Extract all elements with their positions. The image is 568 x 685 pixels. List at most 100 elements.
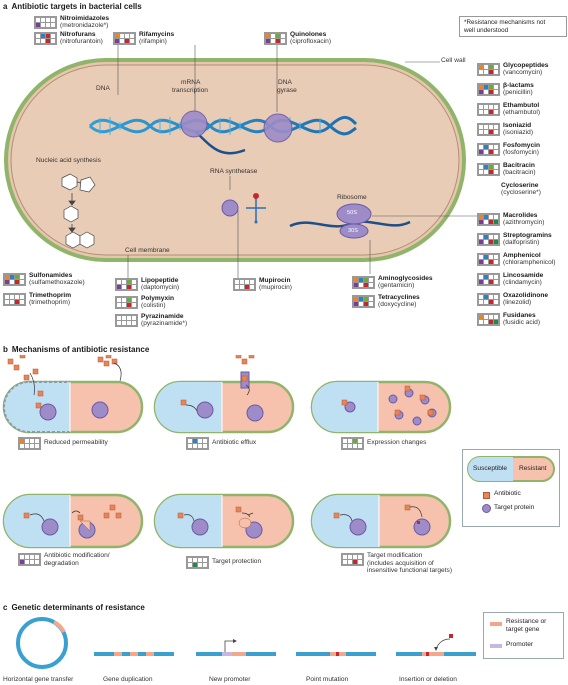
drug-example: (fosfomycin) [503,149,539,157]
drug-example: (rifampin) [139,38,167,46]
drug-example: (trimethoprim) [29,299,71,307]
panel-b-heading: Mechanisms of antibiotic resistance [11,345,150,354]
resistance-grid-icon [477,63,500,76]
drug-aminoglycosides: Aminoglycosides(gentamicin) [352,275,433,290]
cell-reduced-permeability [2,355,144,434]
cell-antibiotic-modification [2,493,144,549]
drug-nitrofurans: Nitrofurans(nitrofurantoin) [34,31,103,46]
resistance-grid-icon [477,293,500,306]
mechanism-label: Antibiotic efflux [212,439,257,447]
mechanism-label: Expression changes [367,439,427,447]
drug-name: Aminoglycosides [378,275,433,282]
drug-macrolides: Macrolides(azithromycin) [477,212,544,227]
drug-quinolones: Quinolones(ciprofloxacin) [264,31,331,46]
resistance-grid-icon [264,32,287,45]
drug-name: Streptogramins [503,232,552,239]
mechanism-label: Reduced permeability [44,439,108,447]
drug-streptogramins: Streptogramins(dalfopristin) [477,232,552,247]
label-dna-gyrase-2: gyrase [277,87,297,94]
drug-name: Lincosamide [503,272,544,279]
nucleic-acid-molecules [61,173,96,249]
mechanism-label: Antibiotic modification/ [44,552,110,559]
resistance-grid-icon [115,296,138,309]
drug-example: (ciprofloxacin) [290,38,332,46]
drug-example: (linezolid) [503,299,532,307]
drug-amphenicol: Amphenicol(chloramphenicol) [477,252,555,267]
label-ribosome: Ribosome [337,194,367,201]
resistance-grid-icon [186,437,209,450]
drug-name: Amphenicol [503,252,541,259]
drug-example: (penicillin) [503,89,533,97]
mech-antibiotic-modification: Antibiotic modification/degradation [18,552,110,567]
dna-gyrase [263,113,293,143]
drug-example: (gentamicin) [378,282,415,290]
legend-resistant: Resistant [519,465,547,472]
drug-name: Polymyxin [141,295,174,302]
rna-synthetase [221,199,239,217]
drug-example: (pyrazinamide*) [141,320,188,328]
drug-name: Pyrazinamide [141,313,184,320]
panel-a-letter: a [3,2,8,11]
drug-example: (mupirocin) [259,284,292,292]
legend-gene-label-2: target gene [506,626,540,633]
drug-example: (fusidic acid) [503,319,541,327]
drug-beta-lactams: β-lactams(penicillin) [477,82,534,97]
resistance-grid-icon [115,314,138,327]
note-line-2: well understood [464,26,509,34]
drug-name: Bacitracin [503,162,535,169]
drug-example: (nitrofurantoin) [60,38,103,46]
label-50s: 50S [347,210,357,216]
mech-target-modification: Target modification(includes acquisition… [341,552,452,575]
drug-pyrazinamide: Pyrazinamide(pyrazinamide*) [115,313,187,328]
legend-susceptible: Susceptible [473,465,508,472]
resistance-grid-icon [233,278,256,291]
drug-name: Quinolones [290,31,327,38]
drug-name: Glycopeptides [503,62,549,69]
drug-name: Oxazolidinone [503,292,549,299]
drug-example: (chloramphenicol) [503,259,556,267]
legend-antibiotic-swatch [483,492,490,499]
label-cell-wall: Cell wall [441,57,466,64]
drug-example: (azithromycin) [503,219,545,227]
drug-lipopeptide: Lipopeptide(daptomycin) [115,277,179,292]
drug-name: Cycloserine [501,182,539,189]
resistance-grid-icon [477,273,500,286]
mech-expression-changes: Expression changes [341,436,426,450]
resistance-grid-icon [34,32,57,45]
drug-name: Trimethoprim [29,292,72,299]
drug-rifamycins: Rifamycins(rifampin) [113,31,174,46]
drug-mupirocin: Mupirocin(mupirocin) [233,277,292,292]
drug-example: (vancomycin) [503,69,543,77]
drug-ethambutol: Ethambutol(ethambutol) [477,102,540,117]
drug-example: (sulfamethoxazole) [29,279,85,287]
drug-sulfonamides: Sulfonamides(sulfamethoxazole) [3,272,85,287]
resistance-grid-icon [3,273,26,286]
drug-trimethoprim: Trimethoprim(trimethoprim) [3,292,71,307]
resistance-grid-icon [34,16,57,29]
mechanism-label: Target modification [367,552,423,559]
bacterial-cell-diagram [4,45,484,278]
label-rna-synthetase: RNA synthetase [210,168,258,175]
legend-genetic: Resistance or target gene Promoter [483,612,564,659]
legend-target-protein: Target protein [494,504,535,511]
panel-b-letter: b [3,345,8,354]
label-dna-gyrase-1: DNA [278,79,292,86]
cell-antibiotic-efflux [153,355,295,434]
drug-example: (ethambutol) [503,109,541,117]
drug-nitroimidazoles: Nitroimidazoles(metronidazole*) [34,15,109,30]
legend-gene-label-1: Resistance or [506,618,547,625]
cell-target-modification [310,493,452,549]
drug-name: Tetracyclines [378,294,420,301]
label-point-mutation: Point mutation [306,676,349,683]
resistance-grid-icon [477,83,500,96]
resistance-grid-icon [18,437,41,450]
mechanism-label: insensitive functional targets) [367,567,453,574]
drug-name: Mupirocin [259,277,291,284]
mech-target-protection: Target protection [186,555,261,569]
resistance-grid-icon [477,123,500,136]
drug-name: Isoniazid [503,122,532,129]
resistance-note: *Resistance mechanisms not well understo… [459,16,567,37]
label-mrna: mRNA [181,79,201,86]
drug-glycopeptides: Glycopeptides(vancomycin) [477,62,548,77]
